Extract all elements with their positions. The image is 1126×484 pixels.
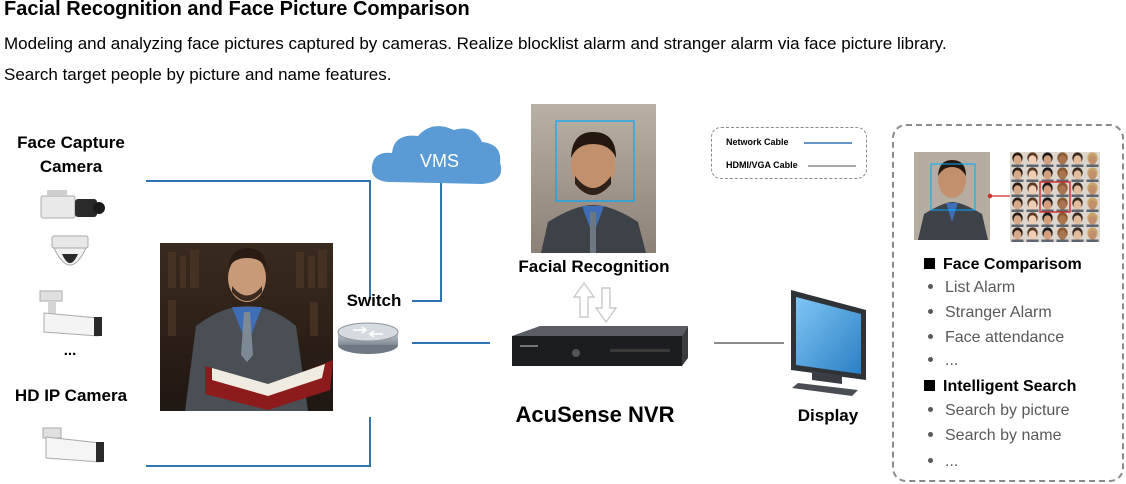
face-thumb-icon [1011,197,1024,212]
face-thumb-icon [1086,182,1099,197]
cable-hdip-to-switch [146,417,371,467]
face-thumb-icon [1086,167,1099,182]
face-thumb-icon [1086,227,1099,242]
face-thumb-icon [1056,182,1069,197]
face-thumb-icon [1056,167,1069,182]
face-thumb-icon [1056,212,1069,227]
face-thumb-icon [1026,212,1039,227]
face-thumb-icon [1011,182,1024,197]
person-reading-photo [160,243,333,411]
acusense-nvr-device [512,326,688,366]
box-camera-icon [40,190,105,219]
face-grid-background [1010,152,1100,242]
bullet-dot-icon [928,309,933,314]
face-thumb-icon [1026,197,1039,212]
face-thumb-icon [1056,197,1069,212]
list-item: ... [928,453,958,471]
legend-hdmi-vga-cable: HDMI/VGA Cable [726,160,798,170]
bullet-dot-icon [928,407,933,412]
list-item: ... [928,352,958,370]
bullet-dot-icon [928,432,933,437]
face-capture-camera-label: Face Capture Camera [17,133,125,176]
more-cameras-ellipsis: ... [63,342,77,359]
list-item: Stranger Alarm [928,304,1052,322]
face-thumb-icon [1041,227,1054,242]
face-comparison-title: Face Comparisom [924,256,1082,274]
dome-camera-icon [51,235,89,266]
square-bullet-icon [924,258,935,269]
face-thumb-icon [1026,152,1039,167]
face-thumb-icon [1026,227,1039,242]
display-label: Display [797,406,859,425]
face-thumb-icon [1071,197,1084,212]
cable-vms-to-switch [412,183,442,302]
face-thumb-icon [1041,197,1054,212]
description-line-2: Search target people by picture and name… [4,65,392,84]
face-thumb-icon [1026,167,1039,182]
face-thumb-icon [1071,152,1084,167]
face-thumb-icon [1071,182,1084,197]
hd-ip-camera-label: HD IP Camera [14,386,128,405]
face-thumb-icon [1041,212,1054,227]
square-bullet-icon [924,380,935,391]
face-thumb-icon [1011,227,1024,242]
face-thumb-icon [1026,182,1039,197]
hd-ip-camera-icon [42,427,104,463]
description-line-1: Modeling and analyzing face pictures cap… [4,34,947,53]
face-thumb-icon [1071,212,1084,227]
list-item: Search by name [928,427,1062,445]
face-thumb-icon [1011,212,1024,227]
legend-network-cable: Network Cable [726,137,789,147]
face-thumb-icon [1011,152,1024,167]
bullet-dot-icon [928,334,933,339]
bullet-dot-icon [928,357,933,362]
face-comparison-thumbnail [914,152,990,240]
face-library-grid [1010,152,1100,242]
list-item: Search by picture [928,402,1070,420]
face-thumb-icon [1056,227,1069,242]
page-title: Facial Recognition and Face Picture Comp… [4,0,470,20]
face-thumb-icon [1086,197,1099,212]
vms-label: VMS [420,151,460,171]
network-cable-lines [146,180,490,467]
face-thumb-icon [1011,167,1024,182]
cable-capture-to-switch [146,180,371,300]
face-thumb-icon [1056,152,1069,167]
bullet-camera-icon [39,290,102,337]
network-switch-icon [337,322,399,354]
bullet-dot-icon [928,284,933,289]
list-item: Face attendance [928,329,1064,347]
list-item: List Alarm [928,279,1015,297]
cable-legend [711,127,867,179]
matched-face-highlight [1039,181,1071,213]
bullet-dot-icon [928,458,933,463]
face-thumb-icon [1071,227,1084,242]
switch-label: Switch [346,291,402,310]
facial-recognition-label: Facial Recognition [518,257,670,276]
face-thumb-icon [1041,182,1054,197]
bidirectional-arrow-icon [572,281,618,324]
intelligent-search-title: Intelligent Search [924,378,1076,396]
function-panel [892,124,1124,482]
display-monitor-icon [791,290,866,396]
vms-cloud-icon [371,126,502,184]
face-thumb-icon [1041,167,1054,182]
face-thumb-icon [1071,167,1084,182]
face-recognition-portrait [531,104,656,253]
face-thumb-icon [1041,152,1054,167]
nvr-label: AcuSense NVR [515,402,675,427]
face-thumb-icon [1086,152,1099,167]
face-thumb-icon [1086,212,1099,227]
